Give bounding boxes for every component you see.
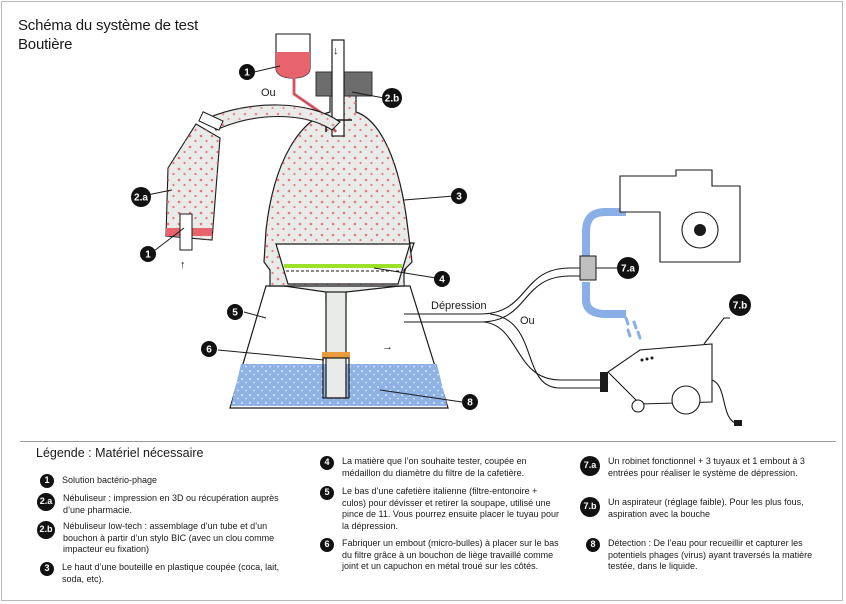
system-diagram: ↓ ↑ Ou → Dépression Ou bbox=[131, 33, 751, 426]
callout-7a: 7.a bbox=[617, 257, 639, 279]
callout-3: 3 bbox=[451, 188, 467, 204]
svg-text:8: 8 bbox=[467, 398, 473, 409]
vacuum-cleaner bbox=[600, 317, 742, 426]
3d-nebulizer bbox=[165, 104, 341, 251]
legend-text: Solution bactério-phage bbox=[62, 475, 158, 485]
callout-2b: 2.b bbox=[382, 88, 402, 108]
callout-2a: 2.a bbox=[131, 187, 151, 207]
legend-text: La matière que l’on souhaite tester, cou… bbox=[342, 456, 527, 478]
legend-item-8: 8 Détection : De l’eau pour recueillir e… bbox=[586, 538, 830, 573]
ou-label-left: Ou bbox=[261, 87, 276, 99]
legend-badge: 7.a bbox=[580, 456, 600, 476]
bic-nebulizer bbox=[315, 39, 373, 137]
legend-item-7a: 7.a Un robinet fonctionnel + 3 tuyaux et… bbox=[580, 456, 830, 479]
flow-arrow: → bbox=[382, 341, 393, 353]
svg-text:2.a: 2.a bbox=[134, 193, 148, 204]
legend-item-4: 4 La matière que l’on souhaite tester, c… bbox=[320, 456, 560, 479]
legend-badge: 4 bbox=[320, 456, 334, 470]
legend-item-6: 6 Fabriquer un embout (micro-bulles) à p… bbox=[320, 538, 560, 573]
callout-badges: 1 2.b 2.a 1 3 4 5 6 8 7.a 7.b bbox=[131, 64, 751, 410]
faucet bbox=[579, 169, 741, 340]
title-line-1: Schéma du système de test bbox=[18, 17, 199, 34]
legend-text: Fabriquer un embout (micro-bulles) à pla… bbox=[342, 538, 559, 571]
legend-badge: 2.b bbox=[37, 521, 55, 539]
callout-1-bottom: 1 bbox=[140, 246, 156, 262]
legend-item-2a: 2.a Nébuliseur : impression en 3D ou réc… bbox=[37, 493, 297, 516]
depression-label: Dépression bbox=[431, 300, 487, 312]
svg-text:4: 4 bbox=[439, 275, 445, 286]
callout-4: 4 bbox=[434, 271, 450, 287]
bottle-top bbox=[263, 93, 413, 287]
phage-solution-reservoir bbox=[275, 33, 338, 133]
callout-1-top: 1 bbox=[239, 64, 255, 80]
leader-lines bbox=[141, 65, 618, 403]
svg-text:2.b: 2.b bbox=[385, 94, 399, 105]
svg-text:7.a: 7.a bbox=[621, 264, 635, 275]
water-drops bbox=[624, 316, 642, 340]
legend-text: Le bas d’une cafetière italienne (filtre… bbox=[342, 486, 559, 531]
callout-5: 5 bbox=[227, 304, 243, 320]
depression-tubing: Dépression Ou bbox=[404, 267, 600, 389]
callout-8: 8 bbox=[462, 394, 478, 410]
legend-badge: 5 bbox=[320, 486, 334, 500]
legend-item-5: 5 Le bas d’une cafetière italienne (filt… bbox=[320, 486, 560, 532]
svg-text:5: 5 bbox=[232, 308, 238, 319]
legend-item-2b: 2.b Nébuliseur low-tech : assemblage d’u… bbox=[37, 521, 297, 556]
legend-text: Nébuliseur : impression en 3D ou récupér… bbox=[63, 493, 279, 515]
legend-title: Légende : Matériel nécessaire bbox=[36, 446, 204, 460]
svg-text:7.b: 7.b bbox=[733, 301, 747, 312]
legend-badge: 8 bbox=[586, 538, 600, 552]
legend-badge: 6 bbox=[320, 538, 334, 552]
legend-badge: 1 bbox=[40, 474, 54, 488]
legend-text: Détection : De l’eau pour recueillir et … bbox=[608, 538, 813, 571]
legend-badge: 2.a bbox=[37, 493, 55, 511]
legend-item-7b: 7.b Un aspirateur (réglage faible). Pour… bbox=[580, 497, 830, 520]
svg-text:6: 6 bbox=[206, 345, 212, 356]
callout-6: 6 bbox=[201, 341, 217, 357]
legend-text: Nébuliseur low-tech : assemblage d’un tu… bbox=[63, 521, 275, 554]
legend-badge: 7.b bbox=[580, 497, 600, 517]
svg-text:1: 1 bbox=[244, 68, 250, 79]
svg-text:1: 1 bbox=[145, 250, 151, 261]
cork-seal bbox=[322, 352, 350, 358]
callout-7b: 7.b bbox=[729, 294, 751, 316]
legend-badge: 3 bbox=[40, 562, 54, 576]
legend-text: Un aspirateur (réglage faible). Pour les… bbox=[608, 497, 804, 519]
legend-item-1: 1 Solution bactério-phage bbox=[40, 474, 290, 488]
title-line-2: Boutière bbox=[18, 36, 73, 53]
air-intake-arrow: ↑ bbox=[180, 259, 186, 271]
legend-text: Le haut d’une bouteille en plastique cou… bbox=[62, 562, 280, 584]
legend-text: Un robinet fonctionnel + 3 tuyaux et 1 e… bbox=[608, 456, 805, 478]
ou-label-right: Ou bbox=[520, 315, 535, 327]
air-inlet-arrow: ↓ bbox=[333, 45, 339, 57]
svg-text:3: 3 bbox=[456, 192, 462, 203]
legend-item-3: 3 Le haut d’une bouteille en plastique c… bbox=[40, 562, 297, 585]
figure-title: Schéma du système de test Boutière bbox=[18, 16, 198, 54]
legend-divider bbox=[20, 441, 836, 442]
